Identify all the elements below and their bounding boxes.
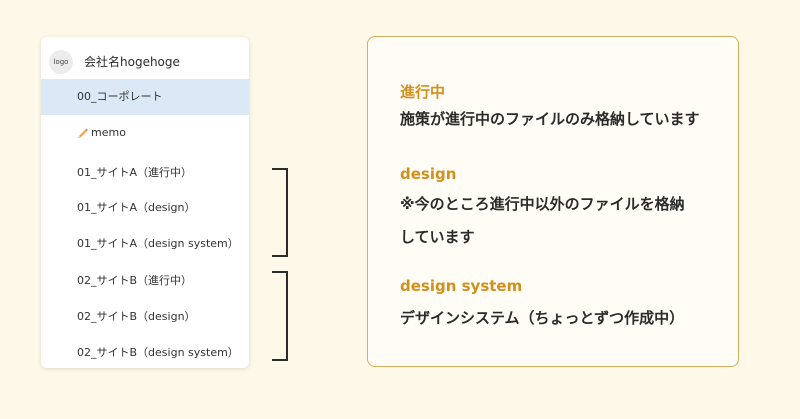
legend-desc-design-system: デザインシステム（ちょっとずつ作成中） bbox=[400, 309, 685, 327]
legend-desc-in-progress: 施策が進行中のファイルのみ格納しています bbox=[400, 110, 700, 128]
sidebar-item-label: 02_サイトB（進行中） bbox=[77, 274, 193, 287]
legend-heading-in-progress: 進行中 bbox=[400, 83, 446, 101]
sidebar-item-label: 01_サイトA（進行中） bbox=[77, 166, 193, 179]
sidebar-item-site-b-in-progress[interactable]: 02_サイトB（進行中） bbox=[41, 263, 249, 299]
sidebar-item-label: 00_コーポレート bbox=[77, 90, 163, 103]
pencil-icon bbox=[78, 128, 88, 139]
sidebar-item-memo[interactable]: memo bbox=[41, 115, 249, 151]
sidebar-item-site-b-design-system[interactable]: 02_サイトB（design system） bbox=[41, 335, 249, 368]
sidebar-header[interactable]: logo 会社名hogehoge bbox=[41, 47, 249, 77]
company-logo: logo bbox=[49, 50, 73, 74]
legend-desc-design-line2: しています bbox=[400, 228, 475, 246]
sidebar-item-label: 02_サイトB（design system） bbox=[77, 346, 239, 359]
sidebar-item-corporate[interactable]: 00_コーポレート bbox=[41, 79, 249, 115]
sidebar-item-site-a-design-system[interactable]: 01_サイトA（design system） bbox=[41, 226, 249, 262]
site-a-group-bracket bbox=[272, 168, 288, 257]
sidebar-item-site-a-design[interactable]: 01_サイトA（design） bbox=[41, 190, 249, 226]
sidebar-item-label: 02_サイトB（design） bbox=[77, 310, 196, 323]
sidebar-item-site-b-design[interactable]: 02_サイトB（design） bbox=[41, 299, 249, 335]
sidebar-item-label: 01_サイトA（design） bbox=[77, 201, 196, 214]
legend-heading-design: design bbox=[400, 165, 457, 183]
legend-heading-design-system: design system bbox=[400, 277, 523, 295]
legend-panel: 進行中 施策が進行中のファイルのみ格納しています design ※今のところ進行… bbox=[367, 36, 739, 367]
legend-desc-design-line1: ※今のところ進行中以外のファイルを格納 bbox=[400, 195, 685, 213]
sidebar-item-label: memo bbox=[91, 126, 126, 139]
sidebar-item-label: 01_サイトA（design system） bbox=[77, 237, 239, 250]
site-b-group-bracket bbox=[272, 271, 288, 361]
sidebar-item-site-a-in-progress[interactable]: 01_サイトA（進行中） bbox=[41, 155, 249, 191]
company-name: 会社名hogehoge bbox=[84, 55, 180, 69]
file-sidebar: logo 会社名hogehoge 00_コーポレート memo 01_サイトA（… bbox=[41, 37, 249, 368]
